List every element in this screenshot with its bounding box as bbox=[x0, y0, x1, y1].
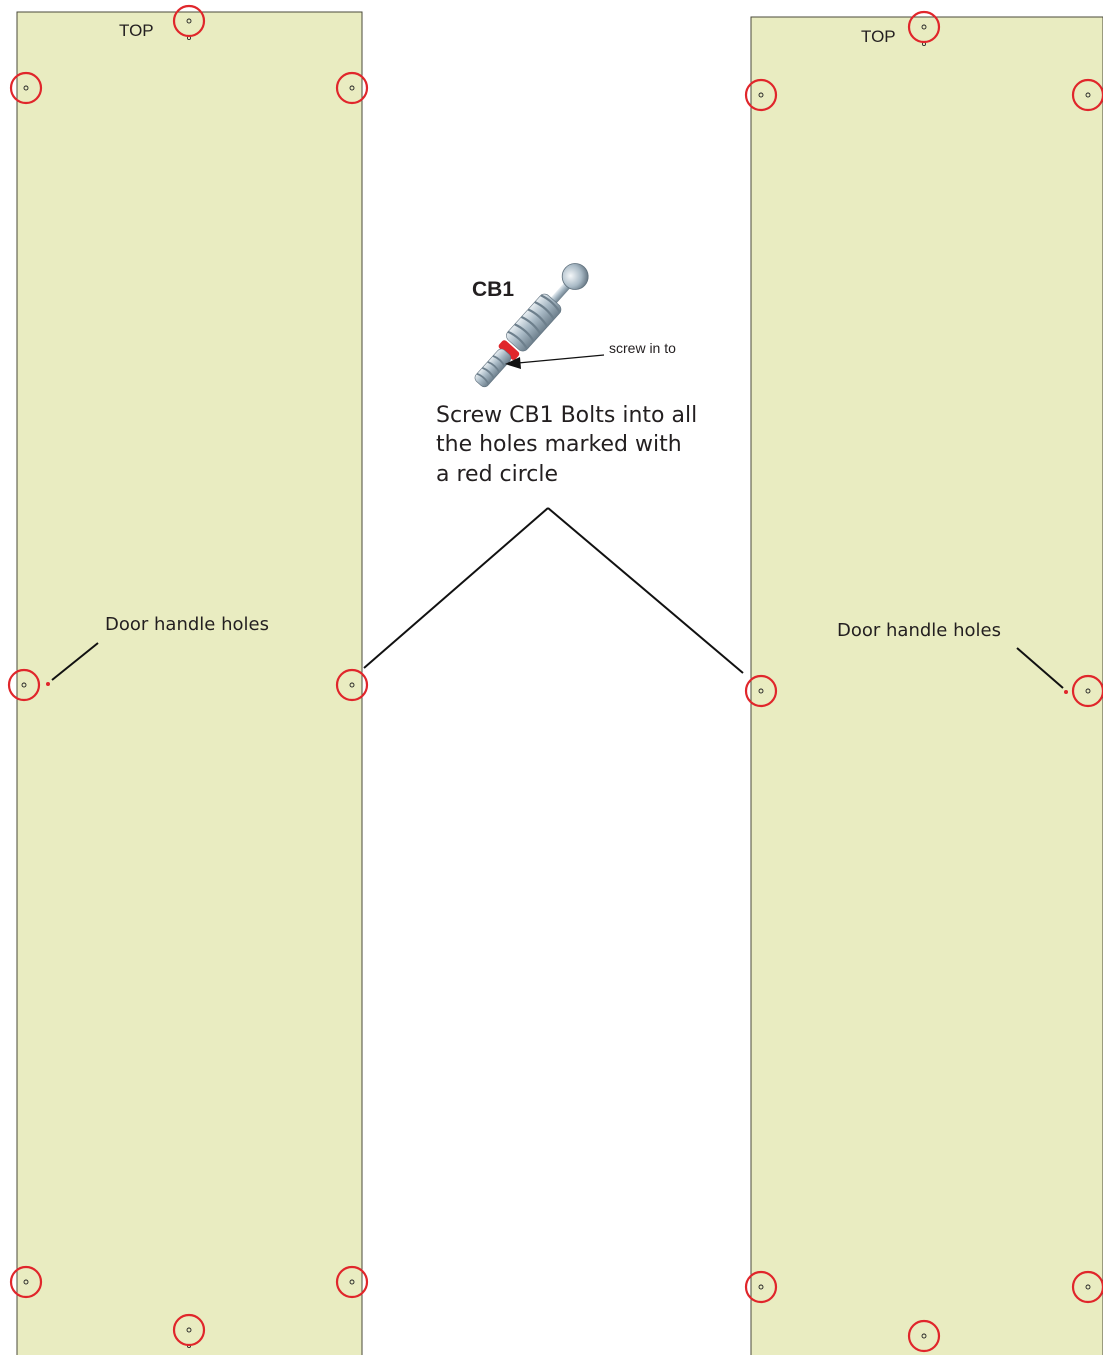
red-circle-icon bbox=[1071, 78, 1103, 112]
hole-markers bbox=[7, 4, 1103, 1353]
instruction-line-3: a red circle bbox=[436, 462, 558, 487]
hole-marker-left-top-center bbox=[172, 4, 206, 38]
drill-hole-icon bbox=[349, 85, 355, 91]
hole-marker-right-mid-left bbox=[744, 674, 778, 708]
instruction-line-1: Screw CB1 Bolts into all bbox=[436, 403, 697, 428]
pointer-line-left bbox=[363, 507, 549, 669]
red-circle-icon bbox=[9, 1265, 43, 1299]
drill-hole-icon bbox=[921, 1333, 927, 1339]
callout-arrow-line bbox=[517, 354, 605, 364]
red-circle-icon bbox=[335, 1265, 369, 1299]
left-panel-board bbox=[16, 11, 363, 1355]
left-panel: TOP Door handle holes bbox=[16, 11, 363, 1355]
cam-bolt-icon bbox=[474, 263, 605, 388]
left-handle-label: Door handle holes bbox=[105, 614, 269, 635]
drill-hole-icon bbox=[758, 1284, 764, 1290]
instruction-text: Screw CB1 Bolts into all the holes marke… bbox=[436, 403, 697, 487]
red-circle-icon bbox=[335, 668, 369, 702]
hole-marker-right-bottom-center bbox=[907, 1319, 941, 1353]
pointer-line-right bbox=[547, 507, 744, 674]
drill-hole-icon bbox=[21, 682, 27, 688]
hole-marker-left-mid-right bbox=[335, 668, 369, 702]
hole-marker-left-bottom-center bbox=[172, 1313, 206, 1347]
hole-marker-left-top-left bbox=[9, 71, 43, 105]
drill-hole-icon bbox=[23, 1279, 29, 1285]
hole-marker-left-bottom-left bbox=[9, 1265, 43, 1299]
hole-marker-right-bottom-right bbox=[1071, 1270, 1103, 1304]
red-circle-icon bbox=[744, 78, 778, 112]
drill-hole-icon bbox=[23, 85, 29, 91]
red-circle-icon bbox=[9, 71, 43, 105]
hole-marker-right-bottom-left bbox=[744, 1270, 778, 1304]
hole-marker-left-top-right bbox=[335, 71, 369, 105]
hole-marker-right-top-right bbox=[1071, 78, 1103, 112]
right-handle-hole-dot bbox=[1064, 690, 1068, 694]
instruction-line-2: the holes marked with bbox=[436, 432, 682, 457]
drill-hole-icon bbox=[758, 92, 764, 98]
callout-arrowhead bbox=[505, 357, 521, 369]
drill-hole-icon bbox=[186, 1327, 192, 1333]
right-handle-label: Door handle holes bbox=[837, 620, 1001, 641]
right-panel-board bbox=[750, 16, 1103, 1355]
left-handle-hole-dot bbox=[46, 682, 50, 686]
red-circle-icon bbox=[7, 668, 41, 702]
bolt-callout-label: screw in to bbox=[609, 340, 676, 356]
red-circle-icon bbox=[172, 4, 206, 38]
hole-marker-left-bottom-right bbox=[335, 1265, 369, 1299]
red-circle-icon bbox=[1071, 674, 1103, 708]
right-top-label: TOP bbox=[861, 27, 896, 46]
red-circle-icon bbox=[907, 1319, 941, 1353]
red-circle-icon bbox=[744, 674, 778, 708]
red-circle-icon bbox=[744, 1270, 778, 1304]
red-circle-icon bbox=[335, 71, 369, 105]
red-circle-icon bbox=[172, 1313, 206, 1347]
hole-marker-right-top-center bbox=[907, 10, 941, 44]
drill-hole-icon bbox=[349, 682, 355, 688]
hole-marker-right-top-left bbox=[744, 78, 778, 112]
drill-hole-icon bbox=[758, 688, 764, 694]
drill-hole-icon bbox=[1085, 688, 1091, 694]
hole-marker-right-mid-right bbox=[1071, 674, 1103, 708]
left-top-label: TOP bbox=[119, 21, 154, 40]
drill-hole-icon bbox=[349, 1279, 355, 1285]
red-circle-icon bbox=[1071, 1270, 1103, 1304]
right-handle-pointer bbox=[1016, 647, 1064, 689]
bolt-code-label: CB1 bbox=[472, 278, 514, 301]
hole-marker-left-mid-left bbox=[7, 668, 41, 702]
red-circle-icon bbox=[907, 10, 941, 44]
drill-hole-icon bbox=[921, 24, 927, 30]
drill-hole-icon bbox=[1085, 92, 1091, 98]
instruction-pointer-lines bbox=[363, 507, 744, 674]
right-panel: TOP Door handle holes bbox=[750, 16, 1103, 1355]
drill-hole-icon bbox=[1085, 1284, 1091, 1290]
left-handle-pointer bbox=[51, 642, 99, 681]
drill-hole-icon bbox=[186, 18, 192, 24]
